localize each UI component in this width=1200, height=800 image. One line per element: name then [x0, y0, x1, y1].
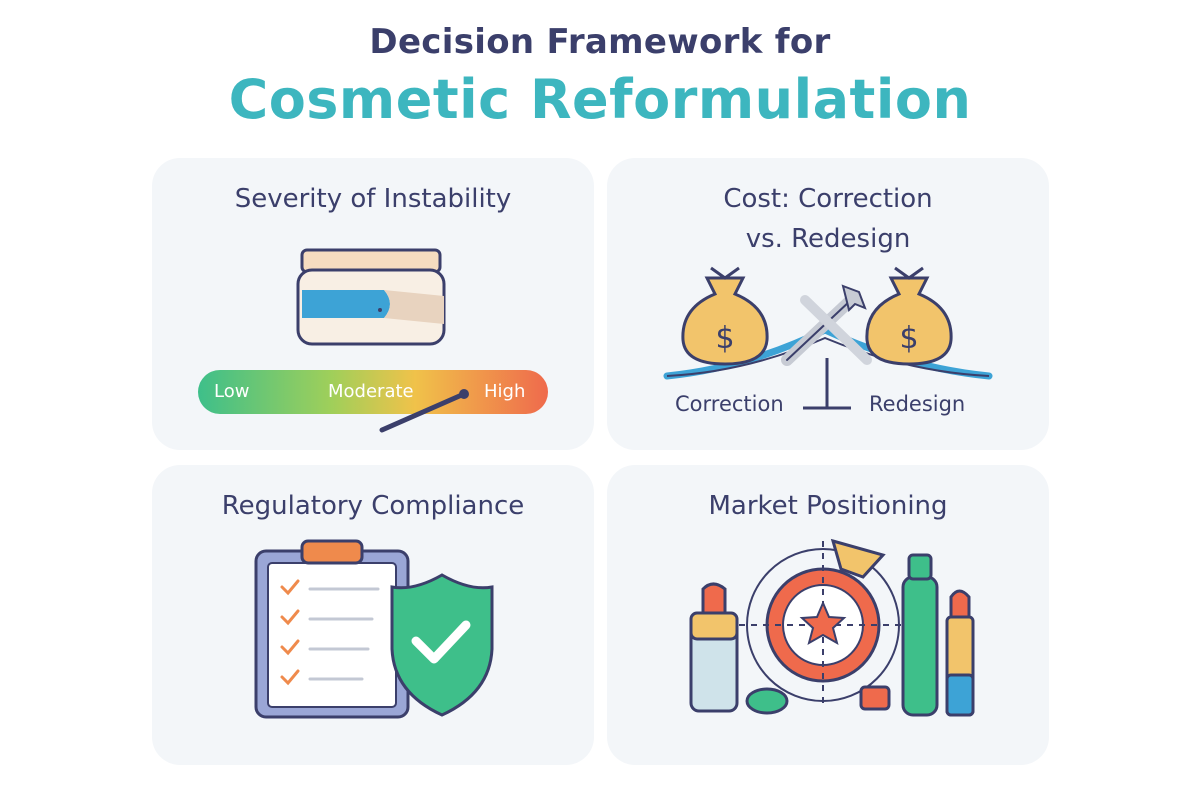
- title-main: Cosmetic Reformulation: [228, 68, 972, 131]
- clipboard-icon: [254, 539, 410, 719]
- title-top: Decision Framework for: [369, 22, 831, 62]
- bottle-icon: [901, 553, 939, 717]
- lipstick-icon-left: [689, 582, 739, 713]
- money-bag-icon-right: [865, 266, 953, 366]
- card-market-positioning: Market Positioning: [607, 465, 1049, 765]
- card-regulatory-compliance: Regulatory Compliance: [152, 465, 594, 765]
- star-icon: [799, 600, 847, 646]
- wrench-icon: [781, 284, 872, 366]
- shield-check-icon: [390, 573, 494, 717]
- card-severity-of-instability: Severity of Instability Low: [152, 158, 594, 450]
- clipboard-shield-illustration: [254, 539, 494, 719]
- gauge-label-moderate: Moderate: [328, 381, 414, 402]
- severity-gauge: [198, 370, 548, 433]
- card-title-line1: Cost: Correction: [723, 184, 933, 214]
- card-title: Regulatory Compliance: [221, 491, 525, 521]
- gauge-label-high: High: [484, 381, 526, 402]
- scale-label-correction: Correction: [675, 392, 784, 416]
- jar-gauge-illustration: [198, 248, 548, 433]
- card-cost-correction-vs-redesign: Cost: Correction vs. Redesign $ $ Correc…: [607, 158, 1049, 450]
- lipstick-icon-right: [945, 589, 975, 717]
- dollar-sign-left: $: [715, 321, 734, 356]
- card-title-line2: vs. Redesign: [745, 224, 911, 254]
- jar-icon: [296, 248, 446, 346]
- flag-icon: [830, 538, 886, 579]
- card-title: Market Positioning: [708, 491, 948, 521]
- gauge-needle: [379, 391, 467, 433]
- card-title: Severity of Instability: [234, 184, 512, 214]
- compact-icon: [745, 685, 891, 715]
- balance-scale-illustration: $ $: [663, 266, 993, 410]
- gauge-label-low: Low: [214, 381, 250, 402]
- money-bag-icon-left: [681, 266, 769, 366]
- scale-label-redesign: Redesign: [869, 392, 966, 416]
- target-icon: [739, 541, 907, 709]
- target-cosmetics-illustration: [689, 538, 975, 717]
- dollar-sign-right: $: [899, 321, 918, 356]
